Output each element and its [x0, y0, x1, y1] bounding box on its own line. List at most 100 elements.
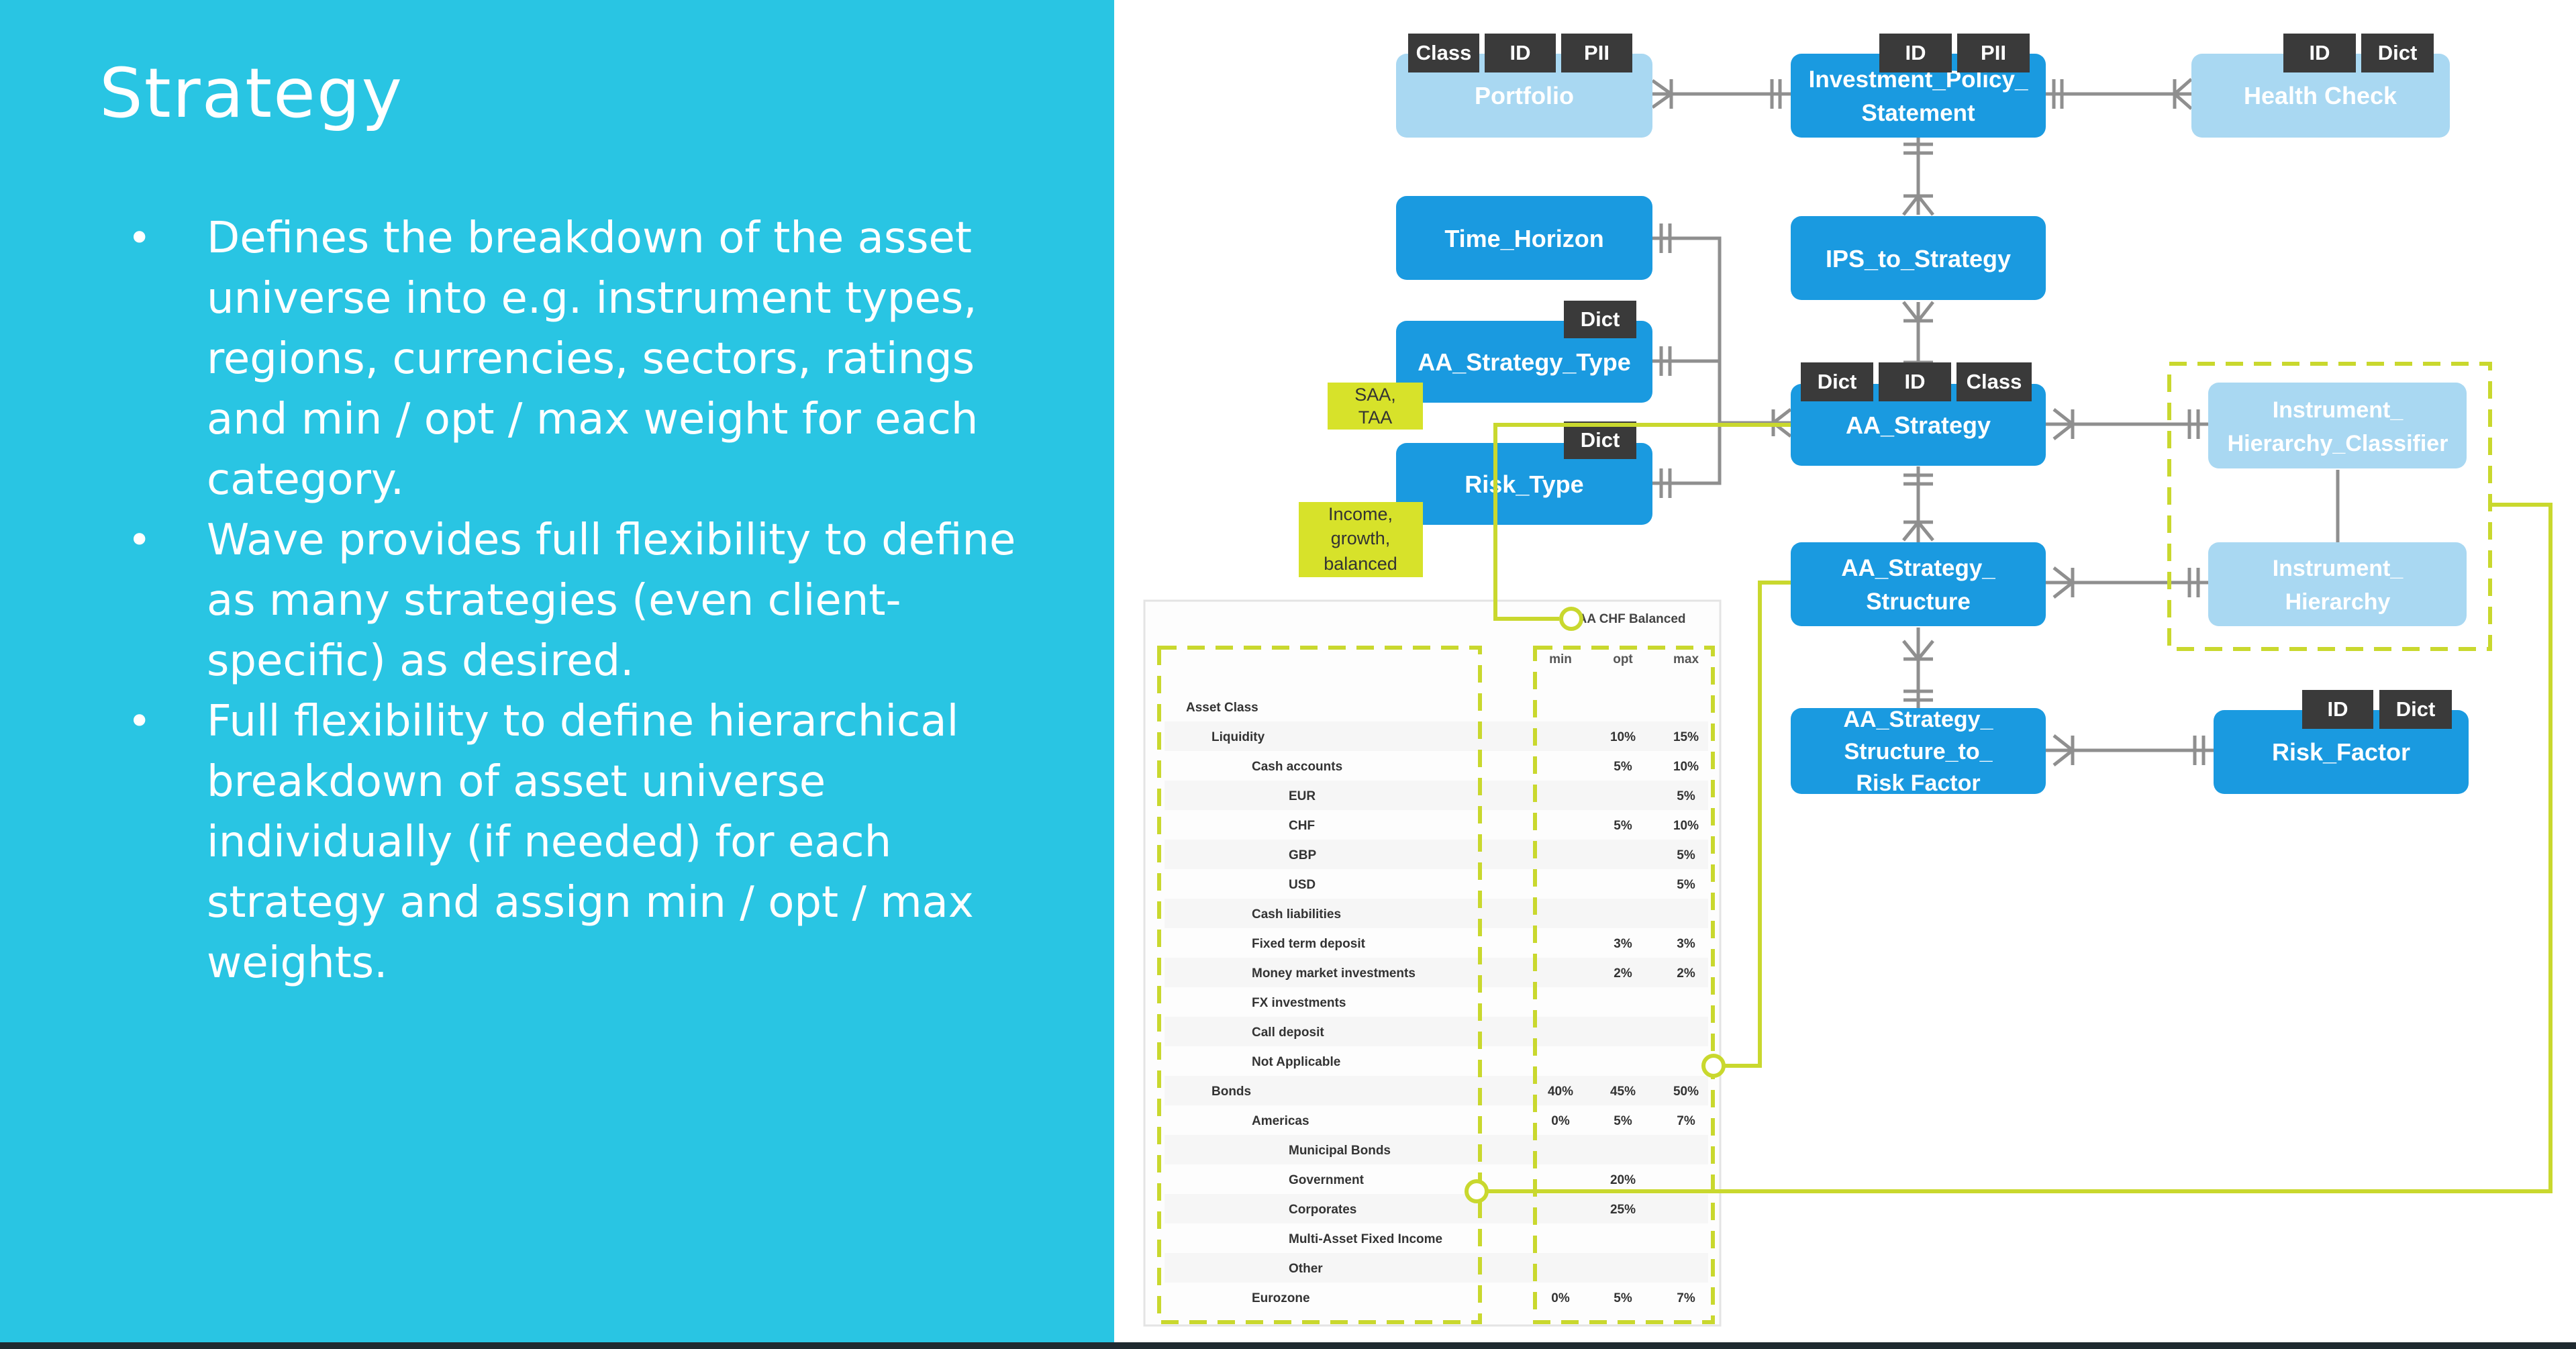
- tag-label: Class: [1416, 41, 1472, 64]
- entity-aa-strategy-structure[interactable]: AA_Strategy_ Structure: [1791, 542, 2046, 626]
- tag-label: ID: [1905, 41, 1926, 64]
- entity-label: Hierarchy_Classifier: [2228, 431, 2448, 456]
- note-saa-taa: SAA, TAA: [1328, 383, 1423, 430]
- entity-risk-type[interactable]: Risk_Type: [1396, 443, 1652, 525]
- bullet-text: Wave provides full flexibility to define…: [207, 515, 1016, 686]
- table-row-band: [1165, 781, 1708, 810]
- table-cell-opt: 25%: [1610, 1203, 1636, 1217]
- table-cell-max: 3%: [1677, 937, 1695, 951]
- tag-label: ID: [1905, 370, 1926, 393]
- entity-label: Health Check: [2244, 82, 2397, 109]
- table-cell-opt: 3%: [1614, 937, 1632, 951]
- entity-label: AA_Strategy_: [1841, 555, 1995, 581]
- table-row-band: [1165, 958, 1708, 987]
- table-row-label: Eurozone: [1252, 1291, 1310, 1305]
- table-cell-opt: 10%: [1610, 730, 1636, 744]
- entity-time-horizon[interactable]: Time_Horizon: [1396, 196, 1652, 280]
- entity-instrument-hierarchy[interactable]: Instrument_ Hierarchy: [2208, 542, 2467, 626]
- table-row-label: Call deposit: [1252, 1026, 1324, 1040]
- entity-label: Risk_Type: [1465, 470, 1583, 498]
- table-row-label: Americas: [1252, 1114, 1309, 1128]
- tag-label: PII: [1584, 41, 1609, 64]
- table-row-label: Government: [1289, 1173, 1365, 1187]
- table-row-label: Bonds: [1211, 1085, 1251, 1099]
- entity-label: Structure_to_: [1844, 739, 1993, 764]
- tag-label: Dict: [2396, 697, 2436, 721]
- tag-dict: [1801, 362, 1873, 401]
- table-cell-opt: 5%: [1614, 819, 1632, 833]
- slide-title: Strategy: [99, 54, 404, 134]
- table-row-label: Fixed term deposit: [1252, 937, 1366, 951]
- entity-aa-strategy-type[interactable]: AA_Strategy_Type: [1396, 321, 1652, 403]
- tag-label: ID: [2310, 41, 2330, 64]
- entity-risk-factor[interactable]: Risk_Factor: [2214, 710, 2469, 794]
- bullet-text: Defines the breakdown of the asset unive…: [207, 213, 979, 505]
- bullet-list: • Defines the breakdown of the asset univ…: [128, 208, 1067, 993]
- tag-id: [2283, 34, 2356, 72]
- entity-aa-strategy[interactable]: AA_Strategy: [1791, 384, 2046, 466]
- entity-instrument-hierarchy-classifier[interactable]: Instrument_ Hierarchy_Classifier: [2208, 383, 2467, 468]
- bullet-dot-icon: •: [128, 698, 152, 745]
- table-cell-opt: 5%: [1614, 1114, 1632, 1128]
- table-cell-opt: 20%: [1610, 1173, 1636, 1187]
- tag-id: [1879, 34, 1952, 72]
- table-row-label: Money market investments: [1252, 966, 1416, 981]
- table-row-label: Not Applicable: [1252, 1055, 1340, 1069]
- tag-id: [2302, 690, 2373, 729]
- entity-portfolio[interactable]: Portfolio: [1396, 54, 1652, 138]
- entity-label: Statement: [1861, 100, 1975, 126]
- table-row-label: GBP: [1289, 848, 1317, 862]
- entity-label: AA_Strategy_Type: [1418, 348, 1630, 376]
- entity-label: Time_Horizon: [1444, 225, 1603, 252]
- table-row-label: Liquidity: [1211, 730, 1265, 744]
- mapping-connectors: [1477, 423, 2553, 1193]
- entity-aa-strategy-structure-to-risk-factor[interactable]: AA_Strategy_ Structure_to_ Risk Factor: [1791, 707, 2046, 796]
- column-header-max: max: [1673, 652, 1699, 666]
- table-row-label: EUR: [1289, 789, 1316, 803]
- entity-label: Instrument_: [2273, 397, 2404, 423]
- table-row-band: [1165, 899, 1708, 928]
- entity-label: Structure: [1866, 589, 1971, 615]
- table-cell-opt: 2%: [1614, 966, 1632, 981]
- tag-label: Class: [1967, 370, 2022, 393]
- label-column-border: [1157, 646, 1482, 1324]
- risk-type-tags: Dict: [1564, 421, 1636, 459]
- tag-label: Dict: [1581, 428, 1620, 452]
- left-text-panel: Strategy • Defines the breakdown of the a…: [0, 0, 1114, 1342]
- table-cell-max: 10%: [1673, 819, 1699, 833]
- note-text: TAA: [1358, 407, 1393, 428]
- tag-pii: [1957, 34, 2030, 72]
- table-row-label: Asset Class: [1186, 701, 1258, 715]
- tag-pii: [1561, 34, 1632, 72]
- entity-label: Risk Factor: [1856, 770, 1980, 796]
- tag-dict: [2379, 690, 2452, 729]
- table-cell-min: 0%: [1551, 1291, 1570, 1305]
- entity-ips-to-strategy[interactable]: IPS_to_Strategy: [1791, 216, 2046, 300]
- bullet-item: •Full flexibility to define hierarchical…: [128, 691, 1067, 993]
- note-text: SAA,: [1354, 385, 1396, 405]
- bullet-dot-icon: •: [128, 215, 152, 262]
- aa-strategy-tags: Dict ID Class: [1801, 362, 2032, 401]
- tag-dict: [1564, 301, 1636, 338]
- health-check-tags: ID Dict: [2283, 34, 2434, 72]
- portfolio-tags: Class ID PII: [1408, 34, 1632, 72]
- table-cell-max: 2%: [1677, 966, 1695, 981]
- note-text: Income,: [1328, 504, 1393, 524]
- entity-label: AA_Strategy_: [1844, 707, 1994, 732]
- connector-endpoint-icon: [1559, 607, 1583, 631]
- table-row-label: Municipal Bonds: [1289, 1144, 1391, 1158]
- entity-health-check[interactable]: Health Check: [2191, 54, 2450, 138]
- table-row-band: [1165, 1076, 1708, 1105]
- tag-class: [1956, 362, 2032, 401]
- entity-label: IPS_to_Strategy: [1826, 245, 2011, 272]
- table-row-band: [1165, 1194, 1708, 1223]
- aa-strategy-type-tags: Dict: [1564, 301, 1636, 338]
- table-cell-min: 0%: [1551, 1114, 1570, 1128]
- table-title: SAA CHF Balanced: [1569, 612, 1686, 626]
- table-row-band: [1165, 721, 1708, 751]
- risk-factor-tags: ID Dict: [2302, 690, 2452, 729]
- tag-label: Dict: [1818, 370, 1857, 393]
- value-columns-border: [1533, 646, 1715, 1324]
- table-row-label: FX investments: [1252, 996, 1346, 1010]
- connector-endpoints: [1465, 607, 1726, 1203]
